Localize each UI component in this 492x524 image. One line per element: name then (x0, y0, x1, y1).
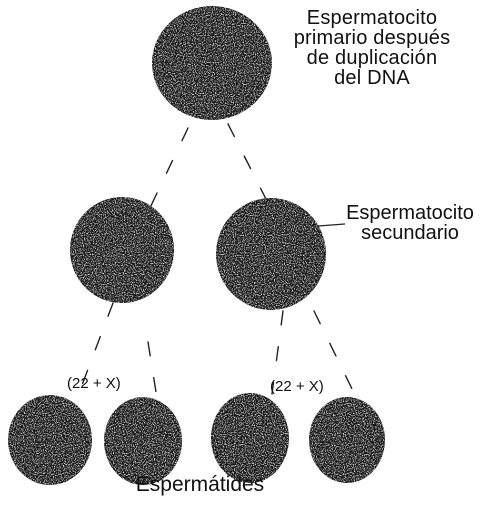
secondary-label-leader (317, 223, 346, 227)
cell-primary-spermatocyte (152, 6, 272, 120)
cell-spermatid-2 (104, 397, 182, 485)
label-primary-spermatocyte: Espermatocito primario después de duplic… (293, 7, 451, 89)
line-right-to-spermatid-3 (271, 310, 284, 395)
line-primary-to-right (227, 123, 271, 208)
line-right-to-spermatid-4 (313, 310, 355, 394)
lineage-lines (78, 123, 355, 395)
cell-spermatid-3 (211, 393, 289, 483)
cell-spermatid-4 (309, 397, 385, 483)
chromosome-label-right: (22 + X) (270, 378, 324, 395)
line-left-to-spermatid-2 (147, 341, 157, 393)
cell-secondary-spermatocyte-right (216, 198, 326, 310)
cells (8, 6, 385, 485)
line-primary-to-left (147, 127, 189, 213)
chromosome-label-left: (22 + X) (67, 375, 121, 392)
label-spermatids: Espermátides (135, 473, 265, 496)
label-secondary-spermatocyte: Espermatocito secundario (346, 202, 474, 244)
line-left-to-spermatid-1 (78, 302, 114, 394)
cell-secondary-spermatocyte-left (70, 197, 174, 303)
cell-spermatid-1 (8, 395, 92, 485)
